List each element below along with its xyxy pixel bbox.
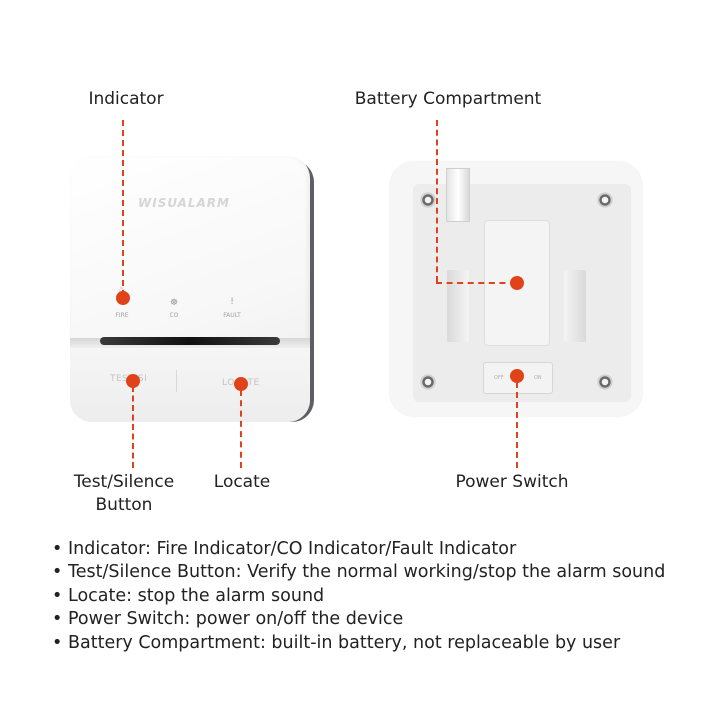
list-item: •Locate: stop the alarm sound xyxy=(52,585,665,608)
callout-test-silence-line1: Test/Silence xyxy=(73,472,175,492)
callout-battery-compartment: Battery Compartment xyxy=(354,89,542,109)
bullet: • xyxy=(52,609,63,630)
callout-indicator: Indicator xyxy=(88,89,164,109)
power-switch[interactable]: OFF ON xyxy=(483,362,553,394)
list-item: •Test/Silence Button: Verify the normal … xyxy=(52,561,665,584)
marker-test-silence xyxy=(126,374,140,388)
bullet: • xyxy=(52,632,63,653)
switch-on-label: ON xyxy=(534,375,542,381)
bullet: • xyxy=(52,562,63,583)
callout-test-silence-line2: Button xyxy=(95,495,153,515)
feature-notes: •Indicator: Fire Indicator/CO Indicator/… xyxy=(52,538,665,655)
leader-indicator xyxy=(122,120,124,296)
mounting-tab xyxy=(446,168,470,222)
callout-locate: Locate xyxy=(213,472,271,492)
marker-battery-compartment xyxy=(510,276,524,290)
list-item: •Indicator: Fire Indicator/CO Indicator/… xyxy=(52,538,665,561)
callout-test-silence: Test/Silence Button xyxy=(56,471,192,517)
bullet: • xyxy=(52,585,63,606)
leader-battery-vertical xyxy=(436,120,438,282)
screw-icon xyxy=(421,375,435,389)
list-item: •Power Switch: power on/off the device xyxy=(52,608,665,631)
leader-power-switch xyxy=(516,382,518,468)
fault-indicator-label: FAULT xyxy=(223,312,241,319)
screw-icon xyxy=(421,193,435,207)
front-device-button-panel xyxy=(70,345,310,422)
marker-indicator xyxy=(116,291,130,305)
leader-test-silence xyxy=(132,386,134,468)
fault-icon: ! xyxy=(230,297,234,307)
screw-icon xyxy=(598,375,612,389)
marker-locate xyxy=(234,377,248,391)
brand-logo: WISUALARM xyxy=(138,196,230,210)
front-device-slot xyxy=(100,337,280,345)
leader-battery-horizontal xyxy=(436,282,516,284)
button-separator xyxy=(176,370,177,392)
screw-icon xyxy=(598,193,612,207)
fire-indicator-label: FIRE xyxy=(115,312,129,319)
switch-off-label: OFF xyxy=(494,375,504,381)
leader-locate xyxy=(240,390,242,468)
callout-power-switch: Power Switch xyxy=(455,472,569,492)
mounting-slot-right xyxy=(564,270,586,342)
mounting-slot-left xyxy=(447,270,469,342)
fire-icon: ♨ xyxy=(117,285,127,295)
list-item: •Battery Compartment: built-in battery, … xyxy=(52,632,665,655)
bullet: • xyxy=(52,539,63,559)
co-icon: ☸ xyxy=(169,298,179,308)
co-indicator-label: CO xyxy=(169,312,179,319)
marker-power-switch xyxy=(510,369,524,383)
